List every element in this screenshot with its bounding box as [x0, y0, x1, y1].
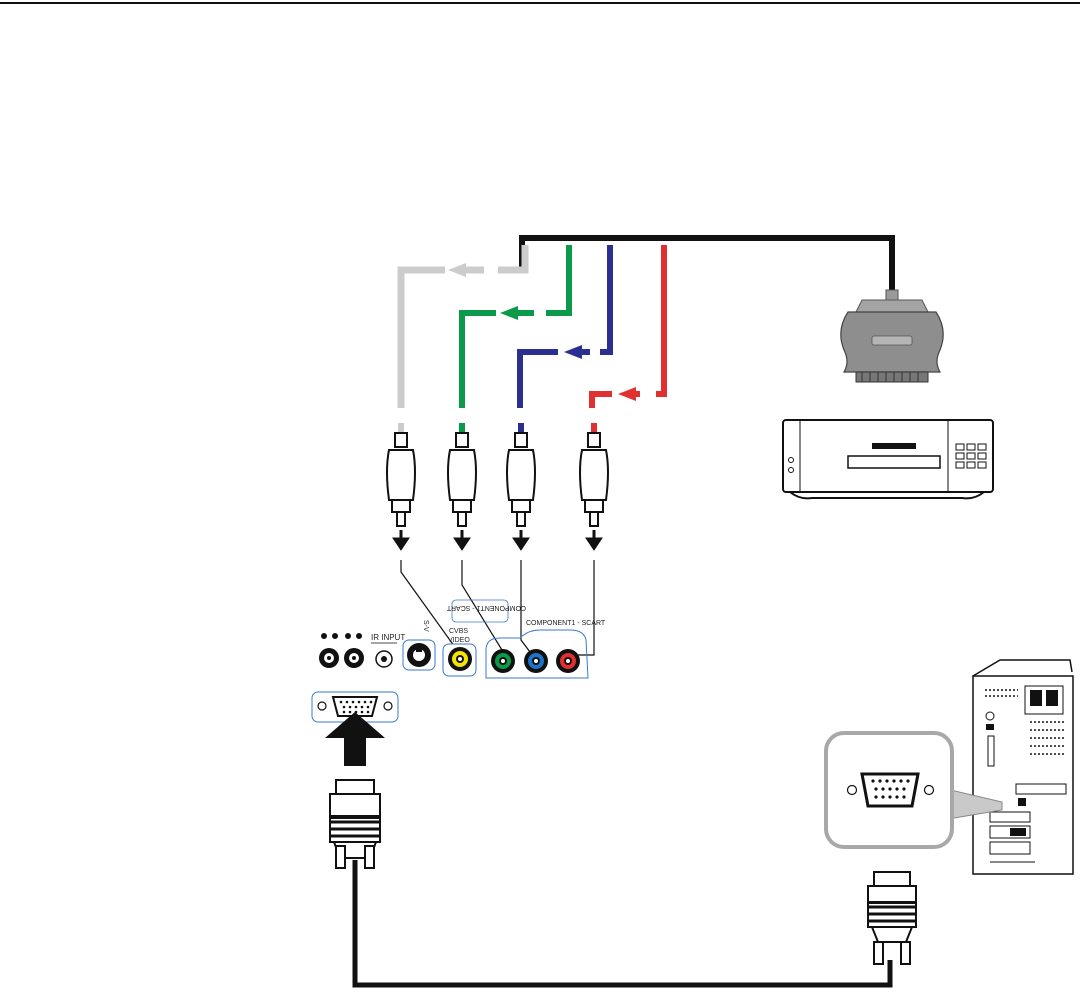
green-cable	[459, 245, 572, 408]
vga-input-port	[311, 691, 399, 723]
top-rule	[0, 2, 1080, 4]
cvbs-label: CVBS	[449, 628, 468, 635]
plug-down-arrows	[392, 530, 603, 551]
ir-input-label: IR INPUT	[371, 633, 405, 642]
vga-plug-right	[867, 871, 917, 965]
guide-lines	[400, 560, 595, 656]
component-label-mirrored: COMPONENT1 - SCART	[446, 604, 526, 611]
video-label: VIDEO	[448, 637, 470, 644]
gray-cable	[397, 245, 529, 408]
input-panel: IR INPUT S-V CVBS VIDEO COMPONENT1 - SCA…	[311, 599, 606, 723]
svideo-label: S-V	[422, 620, 429, 632]
rca-plug-green	[447, 423, 477, 527]
vga-cable	[352, 860, 893, 988]
red-cable	[589, 245, 667, 408]
blue-cable	[517, 245, 613, 408]
audio-jacks	[319, 633, 364, 668]
scart-cable	[519, 235, 895, 292]
rca-plug-red	[579, 423, 609, 527]
pc-tower	[972, 659, 1074, 875]
vga-insert-arrow	[325, 712, 385, 766]
vga-plug-left	[329, 779, 381, 869]
component-label: COMPONENT1 - SCART	[526, 620, 606, 627]
rca-plug-gray	[386, 423, 416, 527]
scart-connector	[840, 289, 944, 383]
rca-plug-blue	[506, 423, 536, 527]
vga-port-zoom-callout	[824, 731, 1003, 849]
dvd-player	[782, 419, 994, 500]
